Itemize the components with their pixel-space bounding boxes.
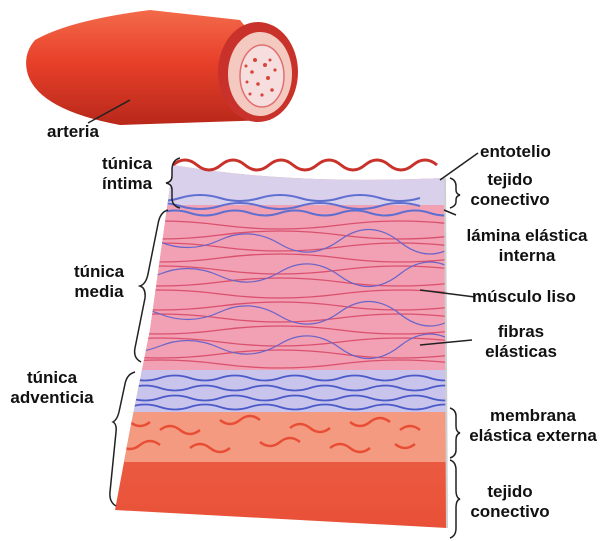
label-tunica-intima: túnica íntima [88, 154, 166, 194]
label-fibras-elasticas: fibras elásticas [474, 322, 568, 362]
label-arteria: arteria [38, 122, 108, 142]
label-tejido-conectivo-intima: tejido conectivo [462, 170, 558, 210]
endothelium-edge [173, 160, 437, 170]
label-musculo-liso: músculo liso [472, 287, 576, 307]
label-endotelio: entotelio [480, 142, 551, 162]
artery-wall-block [100, 160, 460, 540]
label-tunica-adventicia: túnica adventicia [0, 368, 104, 408]
label-membrana-elastica-externa: membrana elástica externa [460, 406, 606, 446]
label-tejido-conectivo-adventicia: tejido conectivo [462, 482, 558, 522]
artery-tube [26, 10, 298, 125]
label-lamina-elastica-interna: lámina elástica interna [452, 226, 602, 266]
label-tunica-media: túnica media [60, 262, 138, 302]
